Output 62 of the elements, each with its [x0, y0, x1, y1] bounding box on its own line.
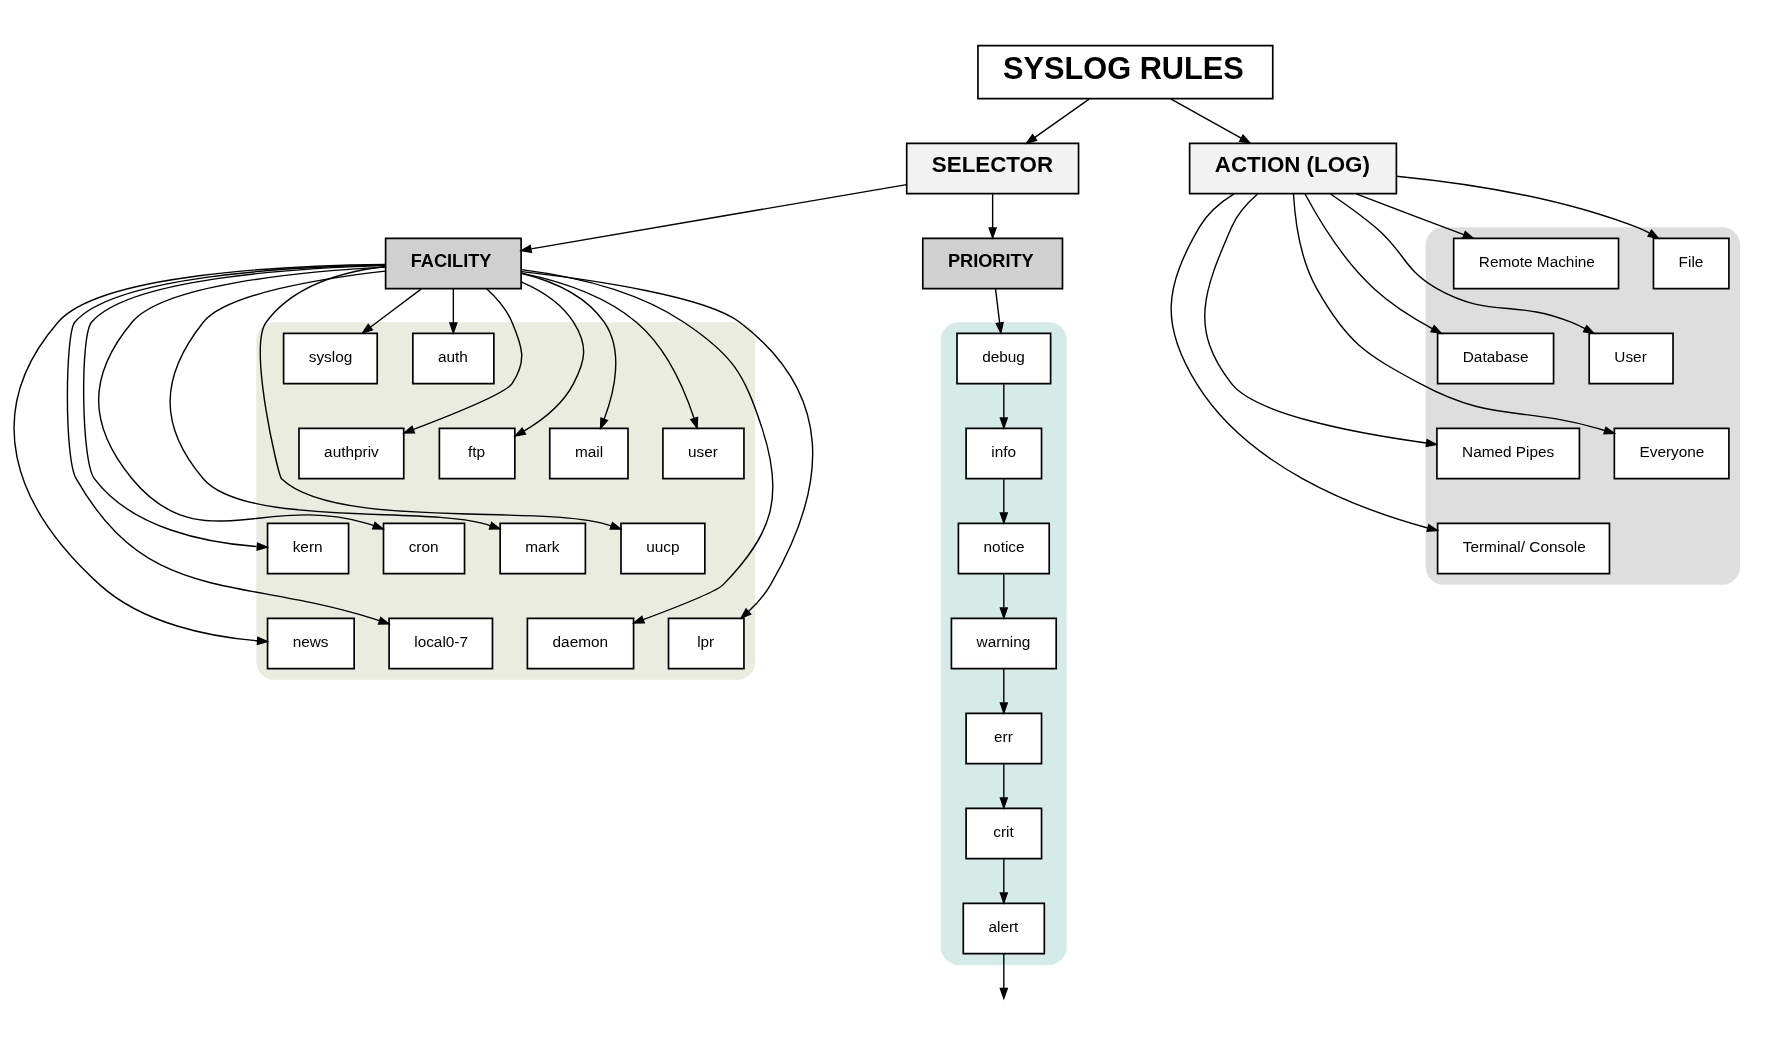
node-box: cron	[382, 522, 466, 575]
node-box: auth	[412, 332, 495, 385]
arrow	[988, 193, 998, 240]
arrow	[1395, 175, 1661, 240]
node-box: SELECTOR	[905, 142, 1080, 195]
arrow	[66, 264, 391, 625]
arrow	[513, 281, 585, 437]
node-box: authpriv	[298, 427, 405, 480]
arrow	[999, 668, 1009, 715]
arrow	[259, 265, 623, 530]
node-box: User	[1588, 332, 1674, 385]
arrow	[169, 270, 502, 530]
node-box: ftp	[438, 427, 516, 480]
node-box: File	[1652, 237, 1730, 290]
node-box: Database	[1436, 332, 1555, 385]
node-box: FACILITY	[384, 237, 522, 290]
arrow	[519, 183, 908, 254]
node-box: SYSLOG RULES	[977, 44, 1274, 100]
arrow	[999, 763, 1009, 810]
arrow	[1170, 98, 1252, 145]
node-box: warning	[950, 617, 1058, 670]
node-box: daemon	[526, 617, 635, 670]
node-box: notice	[957, 522, 1051, 575]
node-box: ACTION (LOG)	[1188, 142, 1398, 195]
node-box: info	[965, 427, 1043, 480]
arrow	[999, 383, 1009, 430]
arrow	[999, 573, 1009, 620]
node-box: syslog	[282, 332, 379, 385]
node-box: lpr	[667, 617, 745, 670]
node-box: local0-7	[388, 617, 494, 670]
node-box: Everyone	[1613, 427, 1730, 480]
arrow	[520, 272, 617, 431]
arrow	[1329, 193, 1596, 335]
arrow	[999, 478, 1009, 525]
node-box: mail	[548, 427, 629, 480]
node-box: crit	[965, 807, 1043, 860]
arrow	[1204, 193, 1439, 448]
node-box: debug	[956, 332, 1052, 385]
node-box: Remote Machine	[1452, 237, 1620, 290]
node-box: uucp	[620, 522, 706, 575]
arrow	[1355, 193, 1476, 240]
arrow	[999, 953, 1009, 1001]
arrow	[1170, 193, 1440, 533]
arrow	[360, 288, 422, 335]
arrow	[1024, 98, 1090, 145]
node-box: Terminal/ Console	[1436, 522, 1611, 575]
arrow	[402, 288, 523, 434]
node-box: user	[662, 427, 745, 480]
arrow	[13, 263, 387, 646]
node-box: news	[266, 617, 355, 670]
arrow	[520, 272, 699, 430]
arrow	[448, 288, 458, 335]
node-box: alert	[962, 902, 1046, 955]
arrow	[994, 288, 1004, 335]
node-box: PRIORITY	[921, 237, 1064, 290]
node-box: kern	[266, 522, 350, 575]
node-box: mark	[499, 522, 587, 575]
arrow	[1304, 193, 1444, 335]
node-box: Named Pipes	[1436, 427, 1581, 480]
arrow	[1292, 193, 1617, 435]
arrow	[999, 858, 1009, 905]
node-box: err	[965, 712, 1043, 765]
